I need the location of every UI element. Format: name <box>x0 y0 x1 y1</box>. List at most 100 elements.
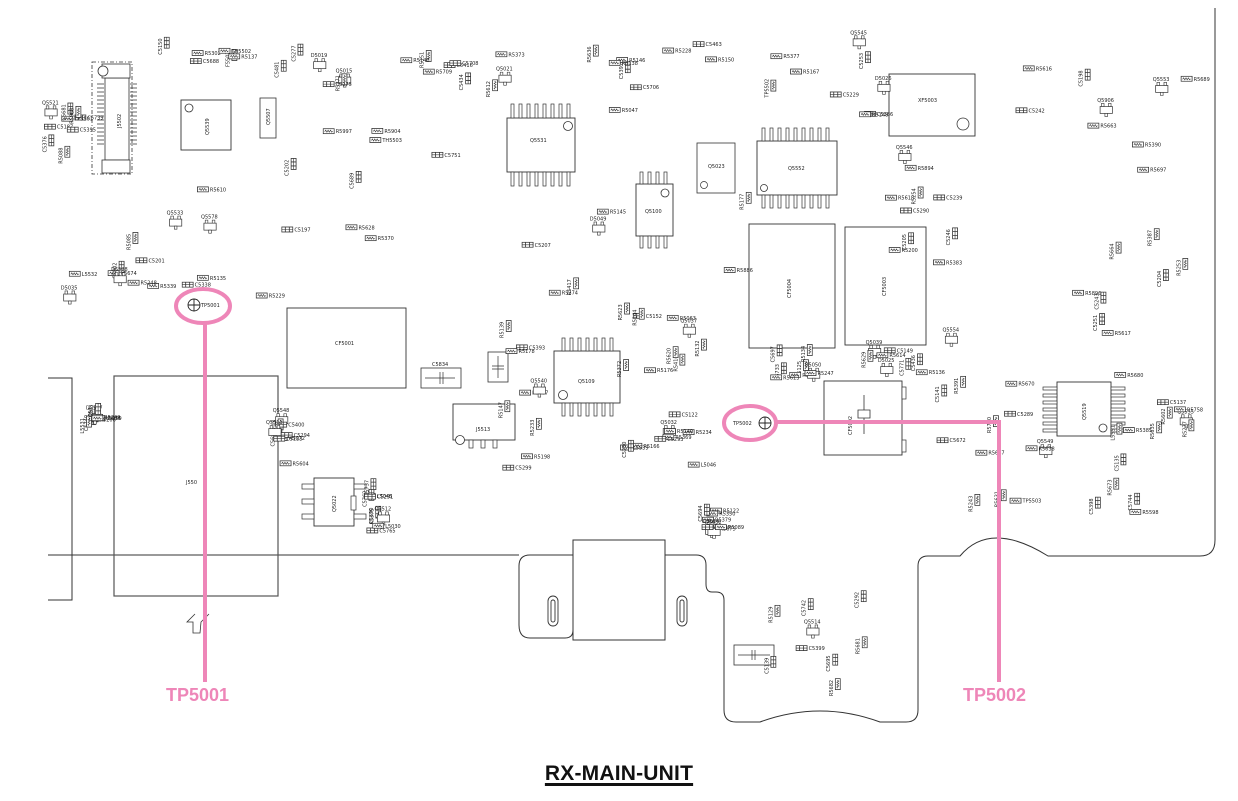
component-label: R5249 <box>104 415 120 421</box>
component-label: C5197 <box>294 227 310 233</box>
component-label: R5122 <box>723 509 739 515</box>
component-r5673: R5673 <box>1107 477 1120 496</box>
component-label: Q5521 <box>42 100 59 106</box>
component-label: R5598 <box>1142 510 1158 516</box>
component-r5680: R5680 <box>1114 372 1143 379</box>
component-label: C5139 <box>764 658 770 674</box>
svg-text:Q5531: Q5531 <box>530 138 547 144</box>
component-label: TP5502 <box>764 79 770 99</box>
component-label: C5253 <box>859 53 865 69</box>
component-label: R5085 <box>126 234 132 250</box>
component-r5144: R5144 <box>633 307 645 326</box>
component-label: R5228 <box>675 49 691 55</box>
component-label: R5135 <box>210 276 226 282</box>
component-c5416: C5416 <box>443 62 473 69</box>
component-label: R5628 <box>358 225 374 231</box>
component-r5614: R5614 <box>876 352 906 359</box>
component-label: R5088 <box>58 148 64 164</box>
mounting-slots <box>547 595 688 627</box>
component-r5063: R5063 <box>666 314 696 322</box>
component-label: R5129 <box>768 607 774 623</box>
svg-text:CF5002: CF5002 <box>848 416 854 435</box>
component-label: C5205 <box>902 234 908 250</box>
component-r5176: R5176 <box>644 367 673 374</box>
component-c5393: C5393 <box>515 344 545 351</box>
component-r5612: R5612 <box>486 79 498 97</box>
component-label: Q5015 <box>336 69 353 75</box>
component-label: R5610 <box>210 187 226 193</box>
component-j550: J550 <box>113 375 279 597</box>
component-r5370: R5370 <box>364 235 394 242</box>
component-q5533: Q5533 <box>167 211 183 230</box>
component-c5802: C5802 <box>113 260 125 279</box>
svg-text:TP5001: TP5001 <box>200 303 220 309</box>
component-label: Q5555 <box>1177 409 1194 415</box>
component-q5546: Q5546 <box>896 145 913 164</box>
component-r5968: R5968 <box>69 105 82 124</box>
component-label: R5997 <box>336 129 352 135</box>
component-r5758: R5758 <box>1173 406 1203 413</box>
component-label: R5234 <box>696 430 712 436</box>
component-c5434: C5434 <box>459 72 472 90</box>
component-label: R5125 <box>797 361 803 377</box>
component-r5277: R5277 <box>1182 419 1195 437</box>
component-label: R5166 <box>643 444 659 450</box>
component-label: C5149 <box>897 348 913 354</box>
component-c5135: C5135 <box>1114 453 1127 471</box>
component-label: C5737 <box>364 480 370 496</box>
component-c5201: C5201 <box>135 257 165 264</box>
component-label: R5968 <box>69 108 75 124</box>
component-r5339: R5339 <box>147 283 176 290</box>
component-r5229: R5229 <box>255 292 285 300</box>
component-r5249: R5249 <box>91 413 120 421</box>
svg-text:XF5003: XF5003 <box>918 98 937 104</box>
component-label: R5673 <box>1107 479 1113 495</box>
component-c5149: C5149 <box>883 347 913 354</box>
component-c5294: C5294 <box>280 432 310 439</box>
component-label: R5672 <box>289 436 305 442</box>
component-label: R5134 <box>801 346 807 362</box>
component-label: R5790 <box>987 417 993 433</box>
component-r5697: R5697 <box>1137 166 1166 174</box>
component-r5369: R5369 <box>662 434 692 441</box>
component-c5253: C5253 <box>859 51 871 69</box>
component-label: R5675 <box>720 526 736 532</box>
component-label: R5377 <box>783 54 799 60</box>
test-point-tp5001[interactable]: TP5001 <box>187 298 220 312</box>
component-r5253: R5253 <box>1176 258 1189 276</box>
component-r5675: R5675 <box>706 525 736 532</box>
test-point-tp5002[interactable]: TP5002 <box>732 416 772 430</box>
component-c5251: C5251 <box>1093 313 1105 331</box>
component-c5243: C5243 <box>1094 291 1107 310</box>
component-c5708: C5708 <box>449 60 478 67</box>
component-c5737: C5737 <box>364 478 377 496</box>
component-r5383: R5383 <box>933 259 962 266</box>
component-label: R5604 <box>293 461 309 467</box>
component-label: C5695 <box>826 655 832 671</box>
component-label: R5894 <box>918 166 934 172</box>
component-tp5501: TP5501 <box>61 115 93 123</box>
component-c5392: C5392 <box>619 61 631 79</box>
component-label: C5338 <box>195 283 211 289</box>
component-q5555: Q5555 <box>1177 409 1194 429</box>
component-d5050: D5050 <box>805 363 821 382</box>
component-r5618: R5618 <box>885 194 914 202</box>
component-label: R5680 <box>1127 373 1143 379</box>
component-q5021: Q5021 <box>496 67 513 86</box>
component-c5291: C5291 <box>364 493 393 501</box>
component-label: Q5514 <box>804 620 821 626</box>
component-l5045: L5045 <box>363 492 392 500</box>
component-label: R5140 <box>413 58 429 64</box>
component-c5139: C5139 <box>764 655 777 674</box>
svg-text:Q5552: Q5552 <box>788 166 805 172</box>
component-c5277: C5277 <box>291 43 304 62</box>
component-label: Q5554 <box>942 328 959 334</box>
component-label: C5135 <box>1114 455 1120 471</box>
component-label: C5681 <box>61 104 67 120</box>
component-d5014: D5014 <box>703 519 719 538</box>
component-label: C5292 <box>855 592 861 608</box>
component-d5527: D5527 <box>86 406 103 425</box>
component-l5532: L5532 <box>68 270 97 278</box>
component-c5481: C5481 <box>275 59 287 78</box>
